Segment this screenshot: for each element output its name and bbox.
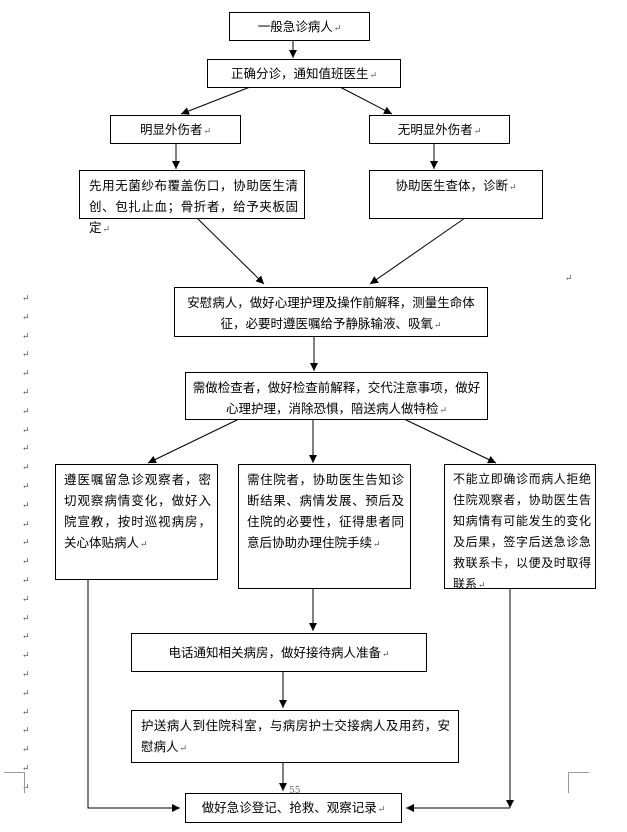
node-general-patient: 一般急诊病人↵ bbox=[229, 12, 370, 41]
paragraph-mark: ↵ bbox=[439, 406, 448, 416]
paragraph-mark: ↵ bbox=[377, 805, 386, 815]
paragraph-mark: ↵ bbox=[22, 613, 30, 624]
paragraph-mark: ↵ bbox=[22, 406, 30, 417]
paragraph-mark: ↵ bbox=[22, 575, 30, 586]
node-observation: 遵医嘱留急诊观察者，密切观察病情变化，做好入院宣教，按时巡视病房，关心体贴病人↵ bbox=[55, 464, 218, 580]
node-label: 明显外伤者 bbox=[139, 122, 203, 137]
paragraph-mark-column: ↵ ↵ ↵ ↵ ↵ ↵ ↵ ↵ ↵ ↵ ↵ ↵ ↵ ↵ ↵ ↵ ↵ ↵ ↵ ↵ … bbox=[22, 290, 32, 798]
arrow-woundcare-to-comfort bbox=[196, 217, 265, 285]
paragraph-mark: ↵ bbox=[22, 331, 30, 342]
paragraph-mark: ↵ bbox=[22, 632, 30, 643]
node-label: 一般急诊病人 bbox=[257, 19, 333, 34]
crop-mark-right bbox=[568, 772, 589, 793]
node-admission: 需住院者，协助医生告知诊断结果、病情发展、预后及住院的必要性，征得患者同意后协助… bbox=[238, 464, 411, 589]
paragraph-mark: ↵ bbox=[22, 350, 30, 361]
crop-mark-left bbox=[4, 772, 25, 793]
paragraph-mark: ↵ bbox=[22, 557, 30, 568]
paragraph-mark: ↵ bbox=[478, 581, 486, 591]
node-comfort: 安慰病人，做好心理护理及操作前解释，测量生命体征，必要时遵医嘱给予静脉输液、吸氧… bbox=[174, 287, 488, 337]
node-refuse-observation: 不能立即确诊而病人拒绝住院观察者，协助医生告知病情有可能发生的变化及后果，签字后… bbox=[444, 464, 596, 591]
paragraph-mark: ↵ bbox=[22, 519, 30, 530]
node-label: 无明显外伤者 bbox=[397, 122, 473, 137]
node-label: 遵医嘱留急诊观察者，密切观察病情变化，做好入院宣教，按时巡视病房，关心体贴病人 bbox=[64, 472, 211, 550]
paragraph-mark: ↵ bbox=[22, 538, 30, 549]
node-obvious-injury: 明显外伤者↵ bbox=[110, 115, 241, 144]
paragraph-mark: ↵ bbox=[22, 688, 30, 699]
paragraph-mark: ↵ bbox=[22, 463, 30, 474]
node-wound-care: 先用无菌纱布覆盖伤口，协助医生清创、包扎止血；骨折者，给予夹板固定↵ bbox=[79, 170, 305, 235]
paragraph-mark: ↵ bbox=[22, 707, 30, 718]
arrow-triage-to-obvious bbox=[180, 86, 251, 115]
paragraph-mark: ↵ bbox=[473, 127, 482, 137]
node-label: 安慰病人，做好心理护理及操作前解释，测量生命体征，必要时遵医嘱给予静脉输液、吸氧 bbox=[187, 295, 475, 331]
paragraph-mark: ↵ bbox=[22, 669, 30, 680]
node-record: 做好急诊登记、抢救、观察记录↵ bbox=[185, 793, 402, 823]
paragraph-mark: ↵ bbox=[433, 321, 442, 331]
paragraph-mark: ↵ bbox=[333, 24, 342, 34]
node-label: 协助医生查体，诊断 bbox=[395, 178, 508, 193]
paragraph-mark: ↵ bbox=[22, 745, 30, 756]
paragraph-mark: ↵ bbox=[22, 312, 30, 323]
paragraph-mark: ↵ bbox=[22, 387, 30, 398]
paragraph-mark: ↵ bbox=[140, 540, 148, 550]
node-check-needed: 需做检查者，做好检查前解释，交代注意事项，做好心理护理，消除恐惧，陪送病人做特检… bbox=[185, 372, 488, 420]
node-label: 电话通知相关病房，做好接待病人准备 bbox=[168, 645, 381, 660]
paragraph-mark: ↵ bbox=[22, 763, 30, 774]
paragraph-mark: ↵ bbox=[373, 540, 381, 550]
paragraph-mark: ↵ bbox=[22, 481, 30, 492]
page-number: 55 bbox=[289, 786, 301, 796]
node-label: 需做检查者，做好检查前解释，交代注意事项，做好心理护理，消除恐惧，陪送病人做特检 bbox=[192, 380, 481, 416]
arrow-triage-to-nonobvious bbox=[339, 86, 393, 115]
node-assist-exam: 协助医生查体，诊断↵ bbox=[369, 170, 543, 219]
paragraph-mark: ↵ bbox=[22, 500, 30, 511]
arrow-exam-to-comfort bbox=[369, 217, 466, 285]
node-notify-ward: 电话通知相关病房，做好接待病人准备↵ bbox=[131, 633, 427, 672]
paragraph-mark: ↵ bbox=[22, 651, 30, 662]
paragraph-mark: ↵ bbox=[508, 183, 517, 193]
paragraph-mark: ↵ bbox=[22, 444, 30, 455]
node-label: 正确分诊，通知值班医生 bbox=[230, 66, 369, 81]
paragraph-mark: ↵ bbox=[381, 650, 390, 660]
paragraph-mark: ↵ bbox=[102, 225, 111, 235]
node-label: 做好急诊登记、抢救、观察记录 bbox=[201, 800, 377, 815]
paragraph-mark: ↵ bbox=[22, 594, 30, 605]
arrow-check-to-observation bbox=[147, 418, 240, 464]
node-no-obvious-injury: 无明显外伤者↵ bbox=[369, 115, 510, 144]
node-label: 先用无菌纱布覆盖伤口，协助医生清创、包扎止血；骨折者，给予夹板固定 bbox=[89, 178, 298, 235]
arrow-observation-to-record bbox=[87, 579, 180, 812]
arrow-check-to-refuse bbox=[403, 418, 497, 464]
paragraph-mark: ↵ bbox=[22, 294, 30, 304]
node-label: 需住院者，协助医生告知诊断结果、病情发展、预后及住院的必要性，征得患者同意后协助… bbox=[247, 472, 404, 550]
paragraph-mark: ↵ bbox=[369, 71, 378, 81]
paragraph-mark: ↵ bbox=[22, 782, 30, 793]
node-label: 护送病人到住院科室，与病房护士交接病人及用药，安慰病人 bbox=[141, 718, 450, 754]
paragraph-mark: ↵ bbox=[203, 127, 212, 137]
node-escort: 护送病人到住院科室，与病房护士交接病人及用药，安慰病人↵ bbox=[131, 710, 459, 763]
paragraph-mark: ↵ bbox=[22, 369, 30, 380]
node-triage: 正确分诊，通知值班医生↵ bbox=[207, 59, 401, 88]
paragraph-mark: ↵ bbox=[22, 726, 30, 737]
paragraph-mark: ↵ bbox=[179, 744, 188, 754]
paragraph-mark: ↵ bbox=[22, 425, 30, 436]
node-label: 不能立即确诊而病人拒绝住院观察者，协助医生告知病情有可能发生的变化及后果，签字后… bbox=[453, 472, 591, 591]
paragraph-mark-right: ↵ bbox=[565, 274, 573, 284]
